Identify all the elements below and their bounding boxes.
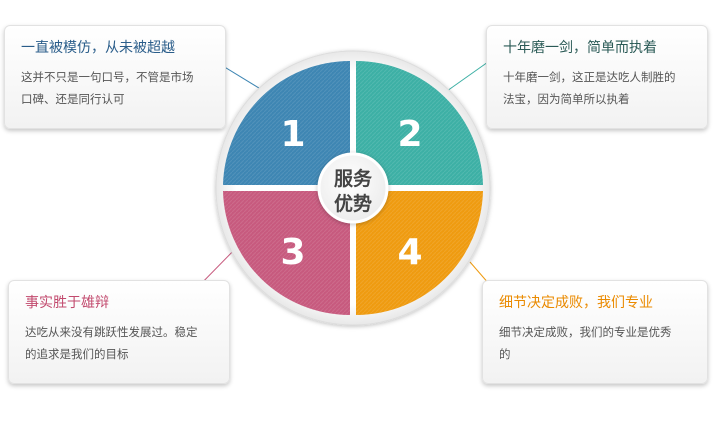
card-3-body: 达吃从来没有跳跃性发展过。稳定 的追求是我们的目标 xyxy=(25,321,215,365)
card-2-body-line2: 法宝，因为简单所以执着 xyxy=(503,92,630,106)
card-4-title: 细节决定成败，我们专业 xyxy=(499,295,653,311)
quadrant-texture xyxy=(223,60,483,316)
quadrant-number-2: 2 xyxy=(397,114,422,155)
card-4-body-line2: 的 xyxy=(499,347,511,361)
card-2-body-line1: 十年磨一剑，这正是达吃人制胜的 xyxy=(503,70,676,84)
card-1-body-line2: 口碑、还是同行认可 xyxy=(21,92,125,106)
center-label-line2: 优势 xyxy=(334,192,372,215)
card-2-body: 十年磨一剑，这正是达吃人制胜的 法宝，因为简单所以执着 xyxy=(503,66,693,110)
feature-card-1: 一直被模仿，从未被超越 这并不只是一句口号，不管是市场 口碑、还是同行认可 xyxy=(4,25,226,129)
center-label-line1: 服务 xyxy=(334,167,373,190)
card-1-title: 一直被模仿，从未被超越 xyxy=(21,40,175,56)
center-circle xyxy=(317,152,389,224)
card-4-body-line1: 细节决定成败，我们的专业是优秀 xyxy=(499,325,672,339)
card-1-body-line1: 这并不只是一句口号，不管是市场 xyxy=(21,70,194,84)
card-1-body: 这并不只是一句口号，不管是市场 口碑、还是同行认可 xyxy=(21,66,211,110)
feature-card-3: 事实胜于雄辩 达吃从来没有跳跃性发展过。稳定 的追求是我们的目标 xyxy=(8,280,230,384)
quadrant-number-3: 3 xyxy=(280,232,305,273)
card-2-title: 十年磨一剑，简单而执着 xyxy=(503,40,657,56)
quadrant-number-4: 4 xyxy=(397,232,422,273)
card-4-body: 细节决定成败，我们的专业是优秀 的 xyxy=(499,321,693,365)
feature-card-4: 细节决定成败，我们专业 细节决定成败，我们的专业是优秀 的 xyxy=(482,280,708,384)
card-3-body-line2: 的追求是我们的目标 xyxy=(25,347,129,361)
card-3-body-line1: 达吃从来没有跳跃性发展过。稳定 xyxy=(25,325,198,339)
quadrant-number-1: 1 xyxy=(280,114,305,155)
feature-card-2: 十年磨一剑，简单而执着 十年磨一剑，这正是达吃人制胜的 法宝，因为简单所以执着 xyxy=(486,25,708,129)
card-3-title: 事实胜于雄辩 xyxy=(25,295,109,311)
